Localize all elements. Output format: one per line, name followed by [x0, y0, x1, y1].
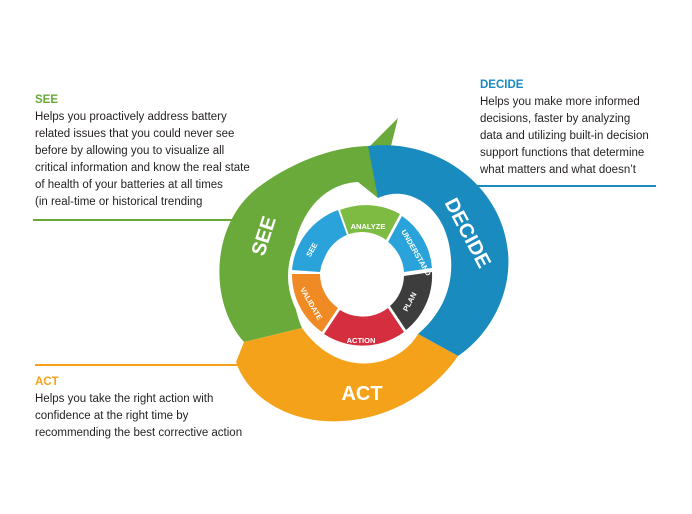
decide-callout: DECIDE Helps you make more informed deci… [480, 77, 680, 179]
decide-callout-rule [438, 185, 656, 187]
inner-label-action: ACTION [347, 336, 376, 345]
inner-segment-plan [390, 272, 433, 330]
inner-hole [322, 232, 402, 312]
decide-callout-text: Helps you make more informed decisions, … [480, 96, 649, 176]
inner-segment-understand [388, 216, 432, 272]
see-callout: SEE Helps you proactively address batter… [35, 92, 275, 211]
inner-segment-see [292, 210, 348, 272]
act-callout-heading: ACT [35, 376, 59, 388]
inner-segment-action [324, 308, 404, 346]
see-callout-heading: SEE [35, 94, 59, 106]
outer-segment-see [219, 118, 398, 342]
inner-label-analyze: ANALYZE [351, 222, 386, 231]
inner-segment-validate [291, 274, 338, 332]
outer-label-act: ACT [341, 383, 382, 405]
outer-segment-act [236, 328, 470, 422]
act-callout-text: Helps you take the right action with con… [35, 393, 243, 439]
see-callout-rule [33, 219, 258, 221]
decide-callout-heading: DECIDE [480, 79, 524, 91]
see-callout-text: Helps you proactively address battery re… [35, 111, 250, 208]
act-callout: ACT Helps you take the right action with… [35, 374, 295, 442]
act-callout-rule [35, 364, 267, 366]
outer-segment-decide [368, 145, 509, 356]
inner-segment-analyze [340, 205, 400, 240]
